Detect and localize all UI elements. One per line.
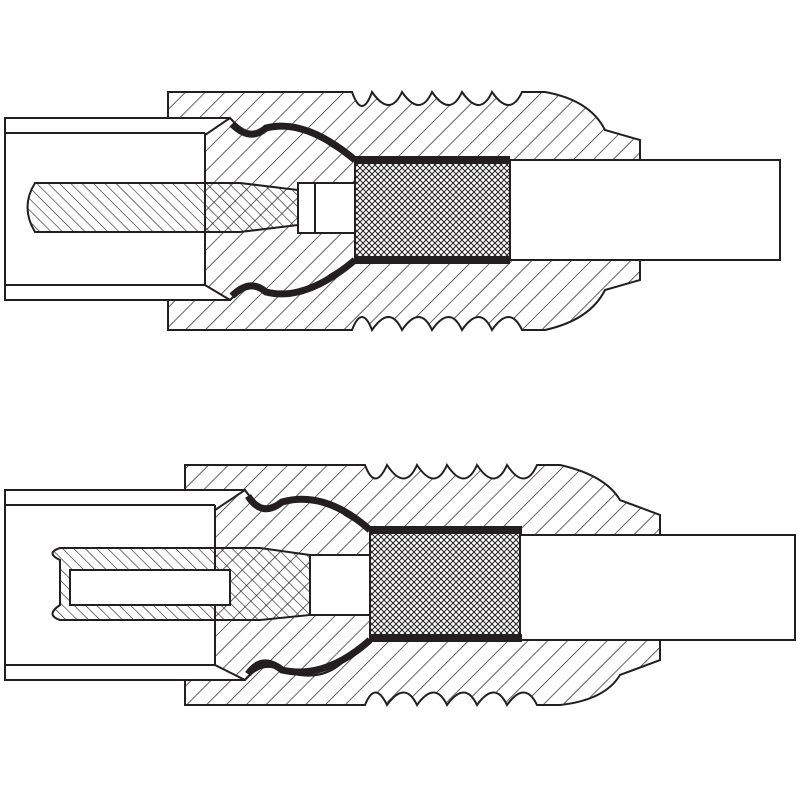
insulator xyxy=(297,182,356,234)
center-pin xyxy=(26,182,299,233)
insulator xyxy=(309,554,371,616)
cable xyxy=(519,534,796,641)
socket-slot xyxy=(69,569,231,606)
male-connector xyxy=(4,89,781,333)
cable xyxy=(509,159,781,261)
braid xyxy=(369,529,521,641)
female-connector xyxy=(4,462,796,707)
braid xyxy=(354,159,511,261)
